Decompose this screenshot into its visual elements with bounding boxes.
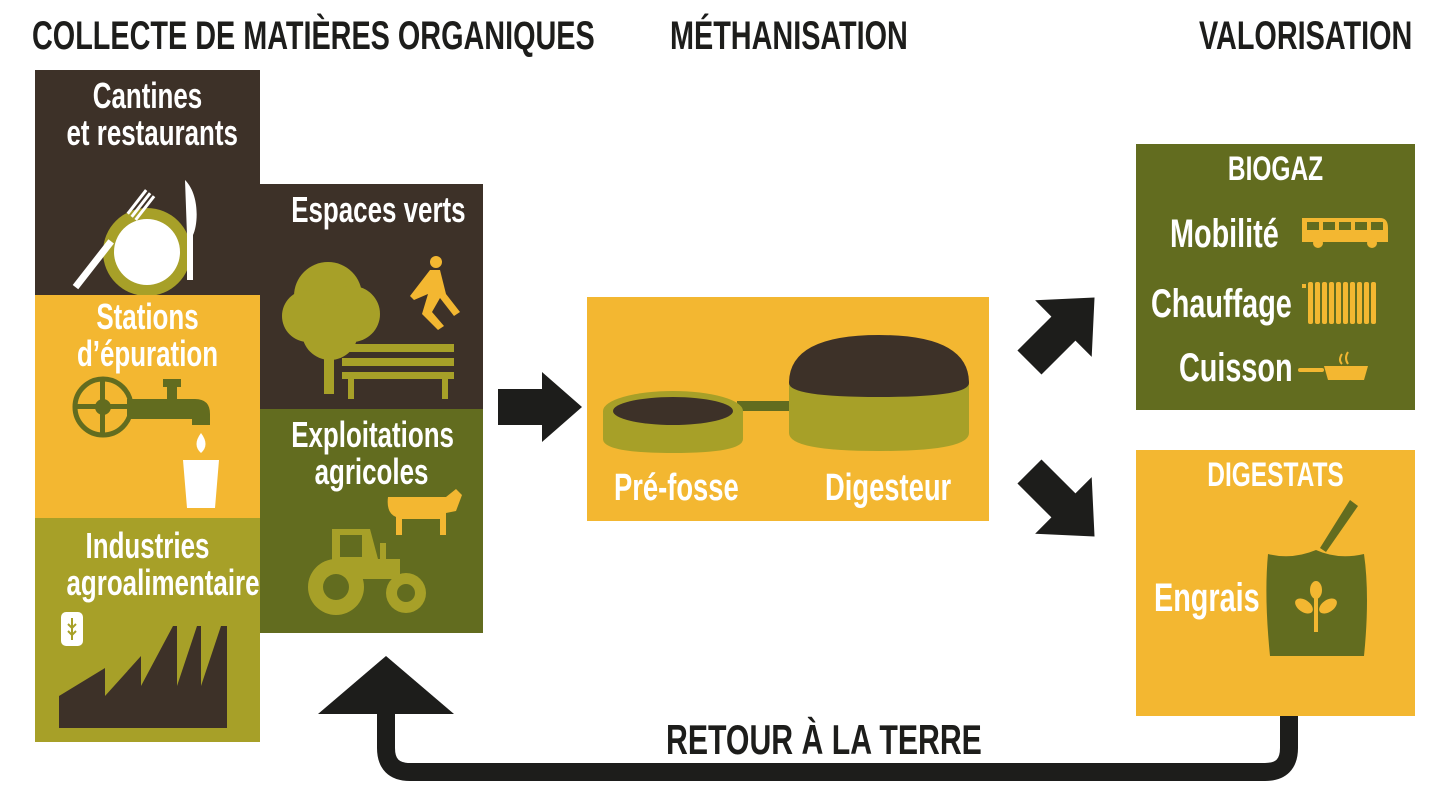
box-digestats: DIGESTATS Engrais [1136, 450, 1415, 716]
fertilizer-bag-icon [1266, 500, 1367, 656]
label-retour: RETOUR À LA TERRE [666, 716, 982, 763]
biogaz-item-mobilite: Mobilité [1170, 212, 1279, 256]
box-espaces-verts: Espaces verts [260, 184, 483, 409]
box-cantines: Cantines et restaurants [35, 70, 260, 295]
biogaz-item-chauffage: Chauffage [1151, 282, 1292, 326]
digester-icon [603, 335, 969, 453]
arrow-to-process-icon [498, 372, 582, 442]
park-icon [282, 256, 460, 399]
box-exploitations: Exploitations agricoles [260, 409, 483, 633]
tap-icon [72, 376, 219, 508]
label-prefosse: Pré-fosse [614, 467, 739, 509]
stations-title-1: Stations [96, 296, 199, 337]
header-valorisation: VALORISATION [1198, 14, 1412, 58]
digestats-title: DIGESTATS [1207, 456, 1344, 494]
box-methanisation: Pré-fosse Digesteur [587, 297, 989, 521]
plate-icon [72, 180, 197, 295]
digestats-item-engrais: Engrais [1154, 576, 1260, 620]
exploitations-title-2: agricoles [314, 450, 429, 492]
radiator-icon [1302, 282, 1376, 324]
label-digesteur: Digesteur [825, 467, 952, 509]
stations-title-2: d’épuration [76, 332, 219, 374]
pan-icon [1298, 351, 1368, 380]
box-industries: Industries agroalimentaires [35, 518, 260, 742]
espaces-title: Espaces verts [291, 189, 466, 230]
farm-icon [308, 489, 462, 615]
cantines-title-1: Cantines [92, 75, 203, 116]
box-stations: Stations d’épuration [35, 295, 260, 518]
arrow-to-digestats-icon [1017, 459, 1095, 537]
biogaz-title: BIOGAZ [1227, 150, 1324, 188]
bus-icon [1302, 218, 1388, 248]
industries-title-1: Industries [85, 525, 210, 566]
biogaz-item-cuisson: Cuisson [1179, 346, 1293, 390]
industries-title-2: agroalimentaires [66, 561, 261, 603]
header-methanisation: MÉTHANISATION [670, 14, 908, 58]
header-collecte: COLLECTE DE MATIÈRES ORGANIQUES [32, 14, 595, 58]
box-biogaz: BIOGAZ Mobilité Chauffage Cuisson [1136, 144, 1415, 410]
factory-icon [59, 612, 227, 728]
arrow-to-biogaz-icon [1017, 297, 1095, 375]
cantines-title-2: et restaurants [66, 111, 238, 153]
exploitations-title-1: Exploitations [291, 414, 454, 455]
